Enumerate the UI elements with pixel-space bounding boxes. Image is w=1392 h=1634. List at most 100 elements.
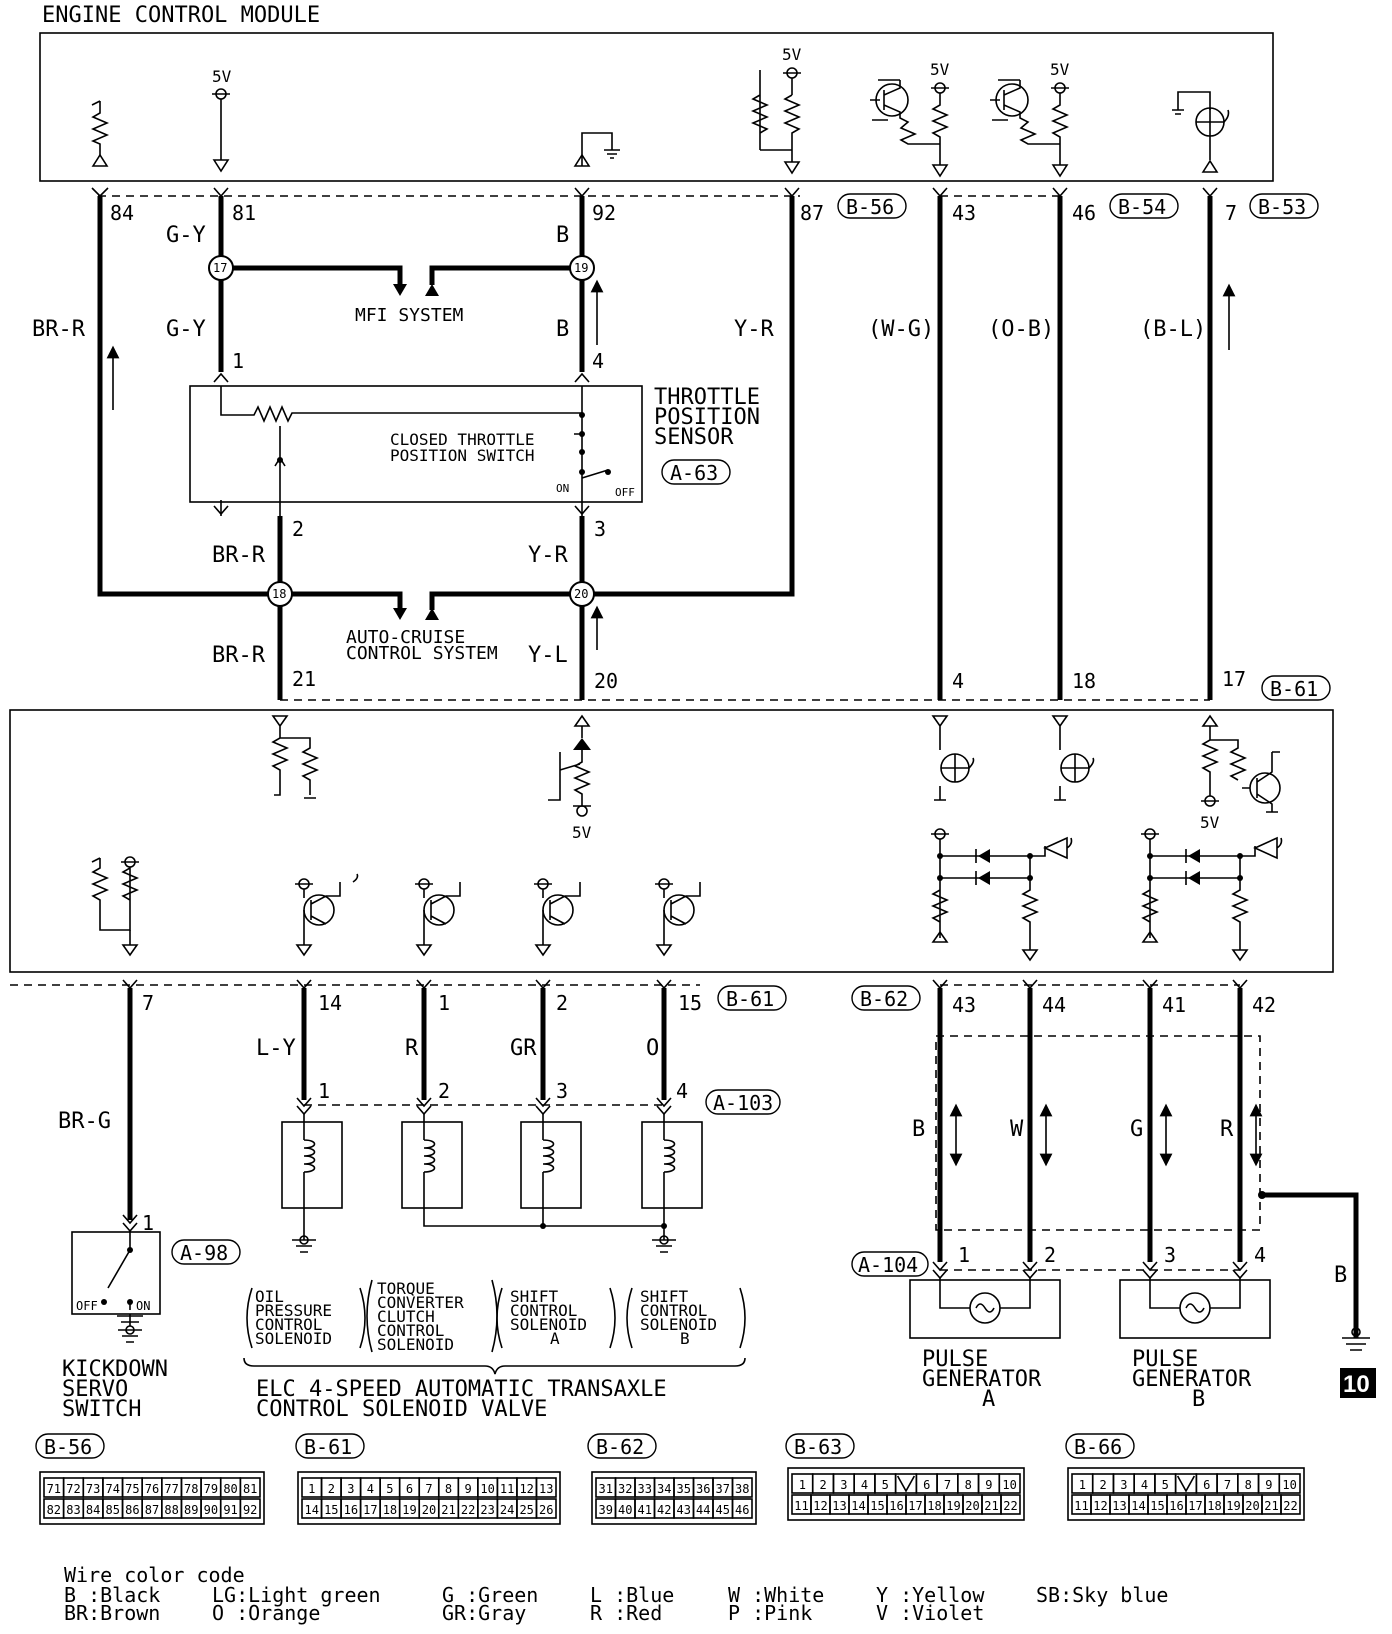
svg-text:19: 19 xyxy=(574,261,588,275)
connector-label-b62: B-62 xyxy=(851,985,921,1011)
connector-key-mark xyxy=(896,1475,916,1493)
connector-pin-number: 71 xyxy=(47,1482,61,1496)
connector-label-b54: B-54 xyxy=(1109,193,1179,219)
pin-21: 21 xyxy=(292,667,316,691)
ground-symbol-shield xyxy=(1342,1337,1370,1351)
svg-text:A-103: A-103 xyxy=(713,1091,773,1115)
connector-pin-number: 74 xyxy=(106,1482,120,1496)
connector-pin-number: 21 xyxy=(1264,1499,1278,1513)
junction-18: 18 xyxy=(267,581,293,607)
wire-84-brr xyxy=(97,196,272,597)
connector-pin-number: 80 xyxy=(223,1482,237,1496)
wire-label-bl: (B-L) xyxy=(1140,317,1206,342)
connector-pin-number: 2 xyxy=(328,1482,335,1496)
connector-pin-number: 21 xyxy=(441,1503,455,1517)
ecm-input-7 xyxy=(1172,91,1230,173)
ecm-output-46: 5V xyxy=(990,60,1070,178)
connector-pin-number: 75 xyxy=(125,1482,139,1496)
top-pin-marks xyxy=(91,187,1218,198)
svg-text:SB:Sky blue: SB:Sky blue xyxy=(1036,1583,1168,1607)
tcm-output-14 xyxy=(295,873,359,957)
wire-label-yr: Y-R xyxy=(734,317,774,342)
wire-j17-mfi xyxy=(221,265,403,285)
pg-b-label-1: PULSE xyxy=(1132,1347,1198,1372)
svg-text:PRESSURE: PRESSURE xyxy=(255,1301,332,1320)
pin-41: 41 xyxy=(1162,993,1186,1017)
svg-text:B-63: B-63 xyxy=(794,1435,842,1459)
pulse-generator-b xyxy=(1119,1278,1271,1339)
connector-label-b61-mid: B-61 xyxy=(1261,675,1331,701)
wire-label-yr2: Y-R xyxy=(528,543,568,568)
connector-pin-number: 39 xyxy=(599,1503,613,1517)
pin-92: 92 xyxy=(592,201,616,225)
ground-terminal xyxy=(1351,1327,1361,1337)
sol-pin-3: 3 xyxy=(556,1079,568,1103)
connector-pin-number: 19 xyxy=(402,1503,416,1517)
connector-pin-number: 90 xyxy=(204,1503,218,1517)
svg-text:18: 18 xyxy=(272,587,286,601)
solenoid-shift-b xyxy=(641,1114,703,1253)
connector-pin-number: 16 xyxy=(344,1503,358,1517)
ecm-box xyxy=(39,32,1274,182)
wire-label-pg-b: B xyxy=(912,1117,925,1142)
svg-text:B-56: B-56 xyxy=(846,195,894,219)
tps-name-2: POSITION xyxy=(654,405,760,430)
wire-label-brg: BR-G xyxy=(58,1109,111,1134)
ground-wire-label: B xyxy=(1334,1263,1347,1288)
connector-pin-number: 45 xyxy=(716,1503,730,1517)
wire-87-yr xyxy=(582,196,795,597)
connector-face-b66-label: B-66 xyxy=(1065,1433,1135,1459)
pin-7-top: 7 xyxy=(1225,201,1237,225)
svg-text:A-98: A-98 xyxy=(180,1241,228,1265)
connector-pin-number: 25 xyxy=(519,1503,533,1517)
svg-text:CLOSED THROTTLE: CLOSED THROTTLE xyxy=(390,430,535,449)
connector-pin-number: 7 xyxy=(1224,1478,1231,1492)
connector-pin-number: 15 xyxy=(1150,1499,1164,1513)
pg-a-label-2: GENERATOR xyxy=(922,1367,1042,1392)
connector-pin-number: 21 xyxy=(984,1499,998,1513)
connector-pin-number: 15 xyxy=(870,1499,884,1513)
connector-pin-number: 5 xyxy=(882,1478,889,1492)
svg-text:B: B xyxy=(680,1329,690,1348)
connector-pin-number: 7 xyxy=(944,1478,951,1492)
connector-face-b63-label: B-63 xyxy=(785,1433,855,1459)
connector-pin-number: 2 xyxy=(1099,1478,1106,1492)
svg-text:TORQUE: TORQUE xyxy=(377,1279,435,1298)
connector-pin-number: 86 xyxy=(125,1503,139,1517)
svg-text:SHIFT: SHIFT xyxy=(510,1287,559,1306)
svg-text:CONVERTER: CONVERTER xyxy=(377,1293,464,1312)
svg-text:SHIFT: SHIFT xyxy=(640,1287,689,1306)
pin-87: 87 xyxy=(800,201,824,225)
pg-a-label-1: PULSE xyxy=(922,1347,988,1372)
connector-pin-number: 4 xyxy=(1141,1478,1148,1492)
svg-text:Wire color code: Wire color code xyxy=(64,1563,245,1587)
connector-pin-number: 73 xyxy=(86,1482,100,1496)
wire-label-wg: (W-G) xyxy=(868,317,934,342)
connector-pin-number: 26 xyxy=(539,1503,553,1517)
connector-pin-number: 17 xyxy=(908,1499,922,1513)
connector-label-a104: A-104 xyxy=(851,1251,929,1277)
pin-44: 44 xyxy=(1042,993,1066,1017)
sol-pin-1: 1 xyxy=(318,1079,330,1103)
kickdown-label-1: KICKDOWN xyxy=(62,1357,168,1382)
label-shift-solenoid-b: SHIFT CONTROL SOLENOID B xyxy=(626,1287,746,1349)
svg-text:OFF: OFF xyxy=(615,486,635,499)
connector-pin-number: 16 xyxy=(889,1499,903,1513)
connector-cavity xyxy=(1278,1473,1301,1494)
connector-pin-number: 83 xyxy=(66,1503,80,1517)
svg-text:SOLENOID: SOLENOID xyxy=(377,1335,454,1354)
pin-2-lower: 2 xyxy=(556,991,568,1015)
wire-label-ly: L-Y xyxy=(256,1036,296,1061)
svg-text:B-61: B-61 xyxy=(726,987,774,1011)
svg-text:B-62: B-62 xyxy=(860,987,908,1011)
connector-pin-number: 18 xyxy=(383,1503,397,1517)
svg-text:B-53: B-53 xyxy=(1258,195,1306,219)
kickdown-pin-1: 1 xyxy=(142,1211,154,1235)
elc-brace xyxy=(243,1357,746,1375)
connector-label-a103: A-103 xyxy=(705,1089,781,1115)
connector-face-b56-label: B-56 xyxy=(35,1433,105,1459)
face-b62-outline xyxy=(591,1471,757,1525)
tcm-output-17: 5V xyxy=(1200,714,1281,832)
ecm-input-87: 5V xyxy=(750,45,802,175)
connector-pin-number: 79 xyxy=(204,1482,218,1496)
